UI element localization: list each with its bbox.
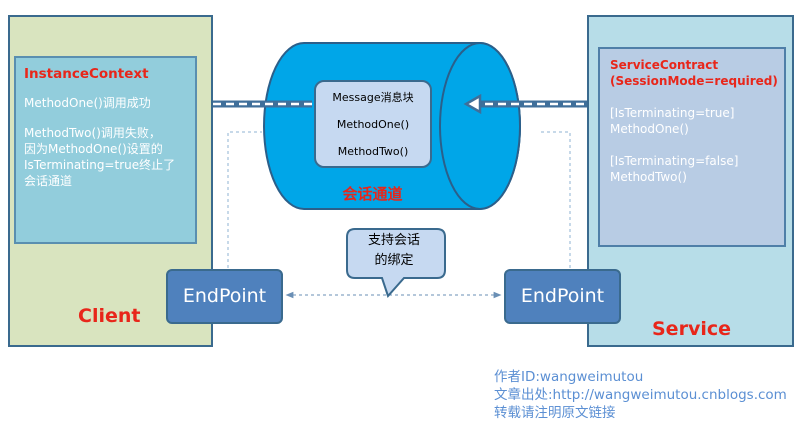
callout-line: 的绑定 — [374, 253, 414, 268]
credit-author: 作者ID:wangweimutou — [494, 369, 644, 385]
connection-lines — [227, 131, 571, 268]
message-block: Message消息块 MethodOne() MethodTwo() — [314, 80, 432, 168]
service-endpoint: EndPoint — [504, 269, 621, 324]
credit-note: 转载请注明原文链接 — [494, 405, 616, 421]
instance-line: 因为MethodOne()设置的 — [24, 142, 163, 156]
instance-line: 会话通道 — [24, 174, 73, 188]
instance-line — [24, 111, 187, 125]
contract-line — [610, 89, 774, 105]
instance-line: IsTerminating=true终止了 — [24, 158, 176, 172]
message-item: MethodOne() — [336, 118, 410, 131]
instance-context-box: InstanceContext MethodOne()调用成功 MethodTw… — [14, 56, 197, 244]
service-contract-box: ServiceContract (SessionMode=required) [… — [598, 47, 786, 247]
contract-line — [610, 137, 774, 153]
callout-bubble — [346, 228, 446, 298]
arrow-to-channel — [463, 93, 597, 115]
instance-line: MethodTwo()调用失败， — [24, 126, 161, 140]
contract-line: [IsTerminating=true] — [610, 106, 735, 120]
contract-title-line: (SessionMode=required) — [610, 74, 778, 88]
contract-line: MethodOne() — [610, 122, 689, 136]
contract-title-line: ServiceContract — [610, 58, 719, 72]
service-label: Service — [652, 318, 731, 340]
credit-source: 文章出处:http://wangweimutou.cnblogs.com — [494, 387, 787, 403]
client-endpoint: EndPoint — [166, 269, 283, 324]
message-block-title: Message消息块 — [332, 91, 414, 104]
message-item: MethodTwo() — [337, 145, 409, 158]
contract-line: MethodTwo() — [610, 170, 687, 184]
client-label: Client — [78, 305, 141, 327]
callout-text: 支持会话 的绑定 — [346, 231, 442, 271]
contract-line: [IsTerminating=false] — [610, 154, 739, 168]
instance-context-title: InstanceContext — [24, 66, 149, 82]
instance-line: MethodOne()调用成功 — [24, 96, 151, 110]
channel-label: 会话通道 — [342, 185, 403, 203]
callout-line: 支持会话 — [367, 233, 420, 248]
